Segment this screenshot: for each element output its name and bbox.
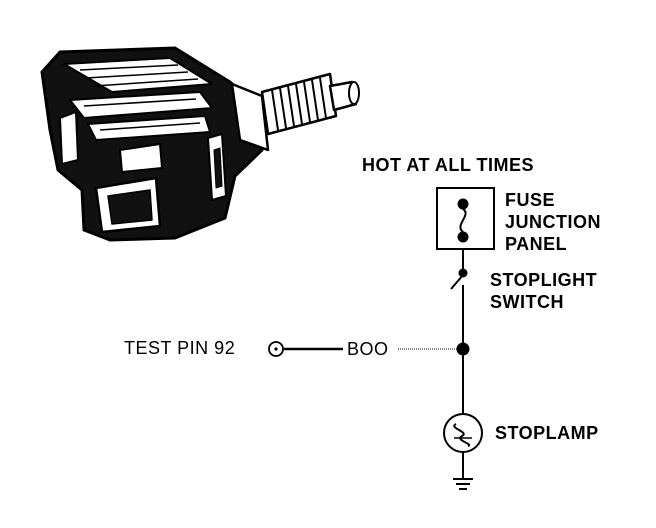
junction-node: [456, 342, 470, 356]
fuse-panel-box: [436, 187, 495, 250]
fuse-icon: [459, 208, 467, 233]
fuse-panel-label-line1: FUSE: [505, 190, 556, 210]
schematic: [268, 187, 495, 490]
ground-icon: [453, 478, 473, 490]
fuse-panel-label-line3: PANEL: [505, 234, 568, 254]
switch-icon: [450, 274, 464, 290]
fuse-terminal-bottom: [457, 231, 469, 243]
stoplight-switch-label-line1: STOPLIGHT: [490, 270, 598, 290]
test-pin-label: TEST PIN 92: [124, 338, 236, 358]
hot-at-all-times-label: HOT AT ALL TIMES: [362, 155, 534, 175]
fuse-terminal-top: [457, 198, 469, 210]
stoplamp-label: STOPLAMP: [495, 423, 599, 443]
stoplight-switch-illustration: [40, 46, 360, 242]
fuse-panel-label-line2: JUNCTION: [505, 212, 602, 232]
wire-label: BOO: [346, 339, 390, 360]
switch-top-node: [458, 268, 468, 278]
stoplight-switch-label-line2: SWITCH: [490, 292, 564, 312]
